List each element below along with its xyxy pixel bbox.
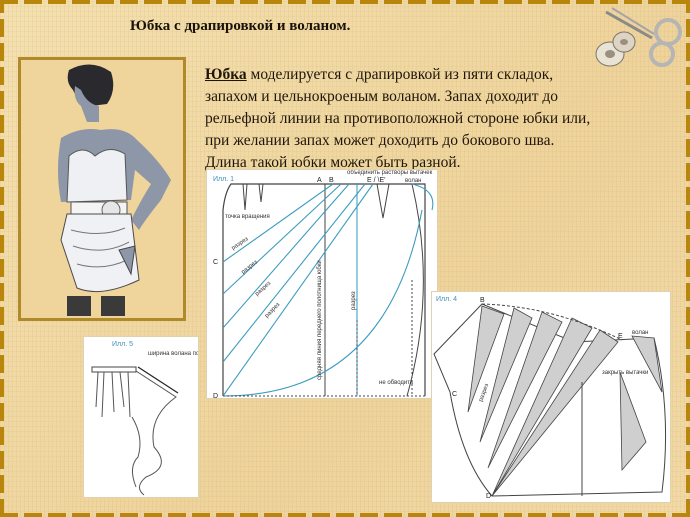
draped-pattern-drawing: B C D E волан закрыть вытачки разрез — [433, 297, 667, 500]
skirt-pattern-drawing: A B E / \E' C D объединить растворы выта… — [213, 170, 434, 400]
svg-text:ширина волана по верхнему срез: ширина волана по верхнему срезу — [148, 351, 198, 357]
dashed-border-top — [0, 0, 690, 4]
svg-text:A: A — [317, 177, 322, 184]
svg-text:E / \E': E / \E' — [367, 177, 385, 184]
svg-text:разрез: разрез — [351, 291, 357, 310]
fashion-illustration — [18, 57, 186, 321]
figure-5-ruffle: Илл. 5 ширина волана по верхнему срезу — [84, 337, 244, 497]
figure-1-pattern: Илл. 1 A B E / \E' C D объединить раство… — [207, 170, 437, 400]
slide-title: Юбка с драпировкой и воланом. — [130, 18, 351, 34]
svg-text:C: C — [452, 391, 457, 398]
figure-5-label: Илл. 5 — [112, 341, 133, 348]
svg-text:волан: волан — [405, 178, 421, 184]
svg-text:E: E — [618, 333, 623, 340]
svg-text:не обводить: не обводить — [379, 380, 413, 386]
svg-text:D: D — [213, 393, 218, 398]
figure-4-pattern: Илл. 4 B C D E волан закрыть вытачки раз… — [432, 292, 670, 502]
svg-text:B: B — [329, 177, 334, 184]
svg-text:D: D — [486, 493, 491, 500]
figure-1-label: Илл. 1 — [213, 176, 234, 183]
dashed-border-left — [0, 0, 4, 517]
woman-figure-icon — [58, 64, 171, 316]
figure-4-label: Илл. 4 — [436, 296, 457, 303]
paragraph-lead: Юбка — [205, 66, 247, 83]
ruffle-drawing: ширина волана по верхнему срезу — [91, 351, 244, 496]
svg-text:закрыть вытачки: закрыть вытачки — [602, 370, 648, 376]
paragraph-text: моделируется с драпировкой из пяти склад… — [205, 66, 591, 171]
svg-text:волан: волан — [632, 330, 648, 336]
dashed-border-bottom — [0, 513, 690, 517]
svg-text:B: B — [480, 297, 485, 304]
svg-text:точка вращения: точка вращения — [225, 214, 270, 220]
svg-text:объединить растворы вытачек: объединить растворы вытачек — [347, 170, 433, 176]
svg-text:C: C — [213, 259, 218, 266]
svg-text:разрез: разрез — [241, 259, 260, 275]
scissors-spools-icon — [595, 7, 682, 67]
svg-text:средняя линия переднего полотн: средняя линия переднего полотнища юбки — [317, 260, 323, 380]
dashed-border-right — [686, 0, 690, 517]
description-paragraph: Юбка моделируется с драпировкой из пяти … — [205, 64, 597, 174]
